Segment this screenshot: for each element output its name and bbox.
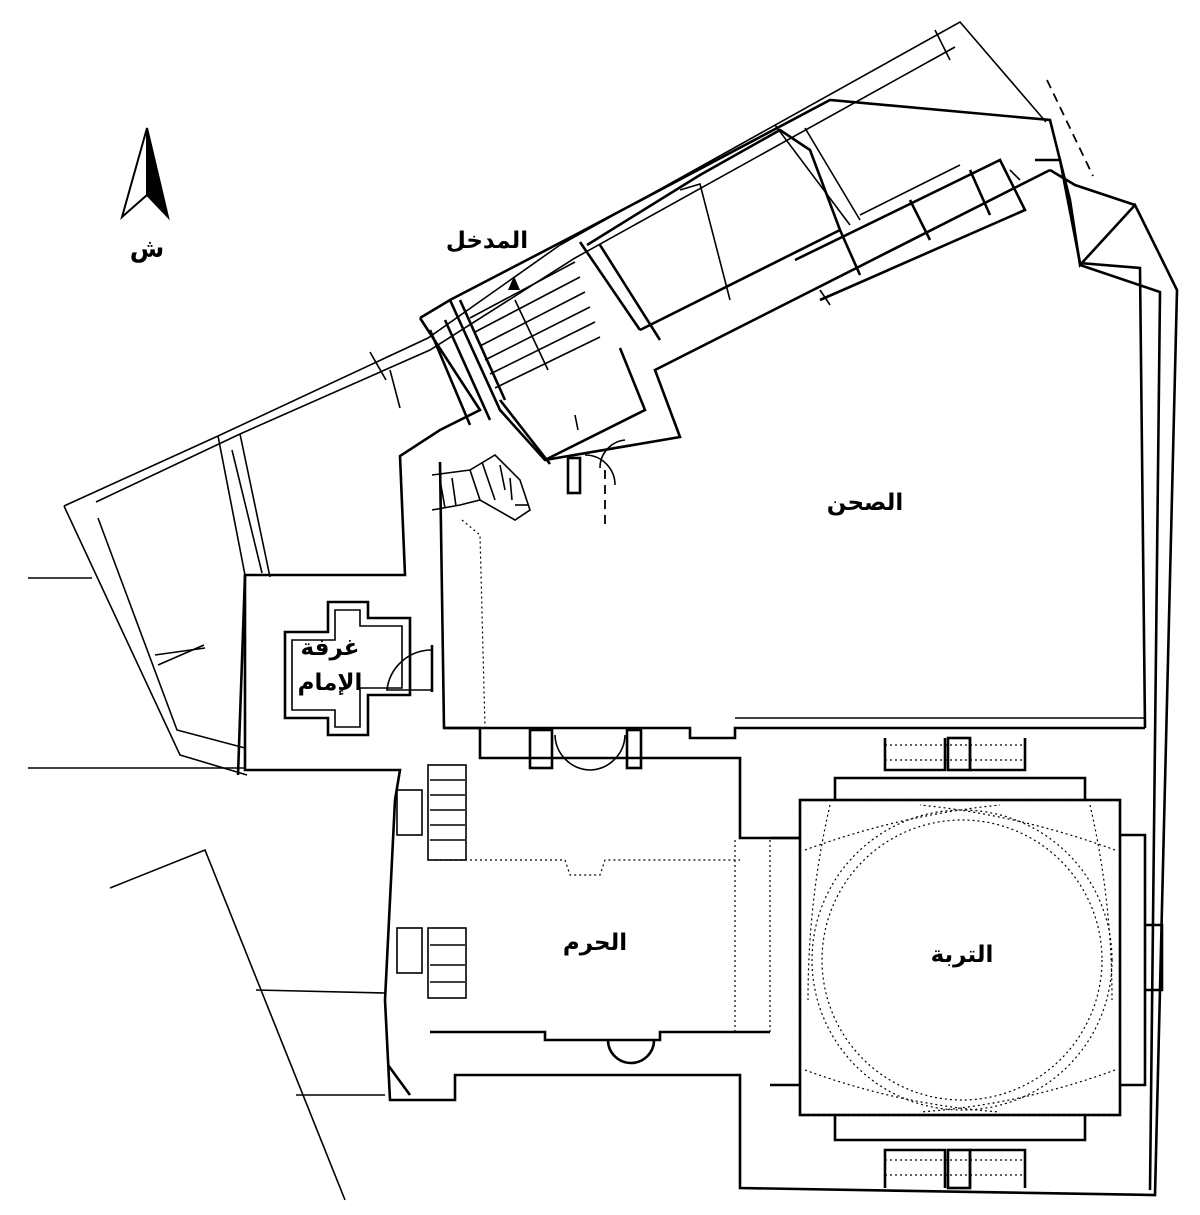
entrance-stair — [469, 261, 601, 389]
main-walls — [236, 98, 1179, 1197]
entrance-label: المدخل — [446, 228, 528, 254]
surrounding-context-lines — [28, 79, 1094, 1201]
north-range-rooms — [586, 128, 1027, 332]
west-service-stair — [386, 764, 467, 1096]
north-arrow-icon — [120, 127, 170, 221]
imam-room — [283, 600, 434, 737]
prayer-hall-entrance — [528, 728, 643, 771]
prayer-hall — [430, 840, 771, 1065]
imam-room-label-line2: الإمام — [298, 670, 363, 696]
courtyard-label: الصحن — [827, 490, 903, 516]
spiral-staircase — [431, 453, 531, 521]
imam-room-label-line1: غرفة — [300, 635, 359, 661]
entrance-door — [566, 414, 626, 525]
north-shops — [63, 20, 1047, 776]
tomb-chamber — [770, 736, 1164, 1190]
tomb-label: التربة — [931, 942, 994, 968]
north-label: ش — [130, 234, 165, 263]
courtyard-arcade-line — [461, 519, 486, 729]
prayer-hall-label: الحرم — [563, 930, 627, 956]
